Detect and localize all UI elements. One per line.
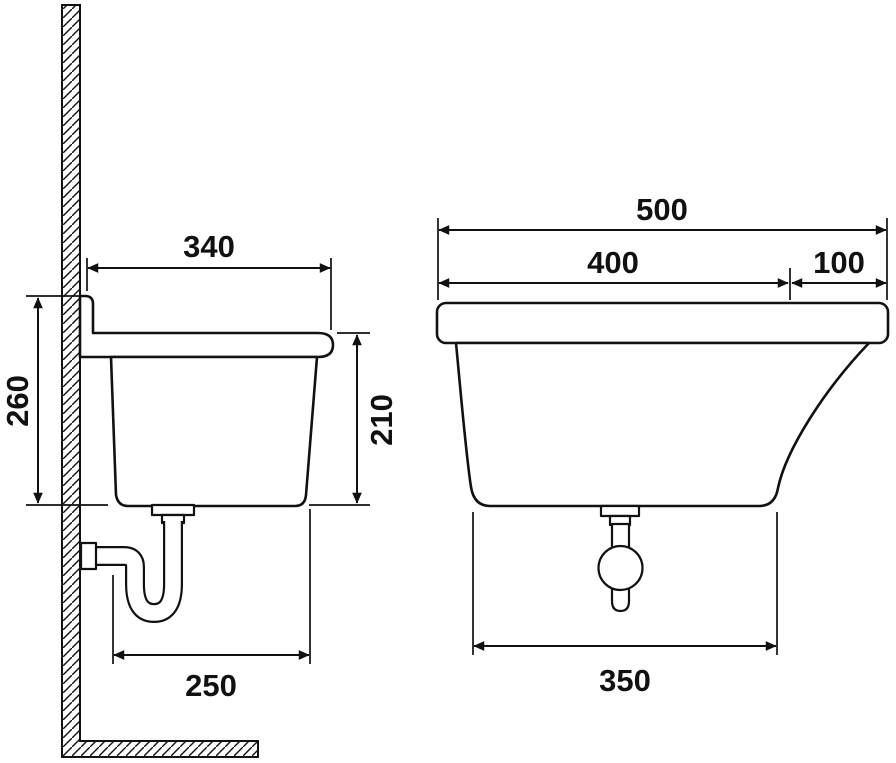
dimension-total-width: 500 [438,192,887,235]
dimension-basin-width: 400 [438,245,789,288]
drain-flange-front [599,504,641,518]
dimension-rim-depth: 340 [86,229,332,330]
dimension-bottom-depth: 250 [112,509,311,703]
dimension-label-340: 340 [183,229,235,264]
dimension-basin-depth: 210 [309,332,399,506]
dimension-bottom-width: 350 [472,512,778,698]
dimension-label-500: 500 [636,192,688,227]
dimension-label-350: 350 [599,663,651,698]
sink-basin-profile [109,355,319,508]
sink-body-front [454,341,871,508]
wall-and-floor-section [61,4,259,758]
bottle-trap-ball [597,544,644,592]
dimension-label-250: 250 [185,668,237,703]
dimension-label-100: 100 [813,245,865,280]
sink-rim-front [435,301,890,345]
sink-side-view [78,294,335,623]
drain-flange-side [150,503,196,517]
dimension-label-260: 260 [0,375,35,427]
wall-pipe-flange [79,541,98,571]
wall-hatch-section [61,4,259,758]
dimension-label-400: 400 [587,245,639,280]
p-trap-pipe-fill [84,521,181,621]
dimension-ledge-width: 100 [791,245,887,288]
side-view-dimensions: 340 260 210 250 [0,229,399,703]
dimension-label-210: 210 [364,394,399,446]
sink-rim-profile [78,294,335,359]
dimension-mount-height: 260 [0,295,108,506]
sink-front-view [435,301,890,613]
front-view-dimensions: 500 400 100 350 [437,192,888,698]
